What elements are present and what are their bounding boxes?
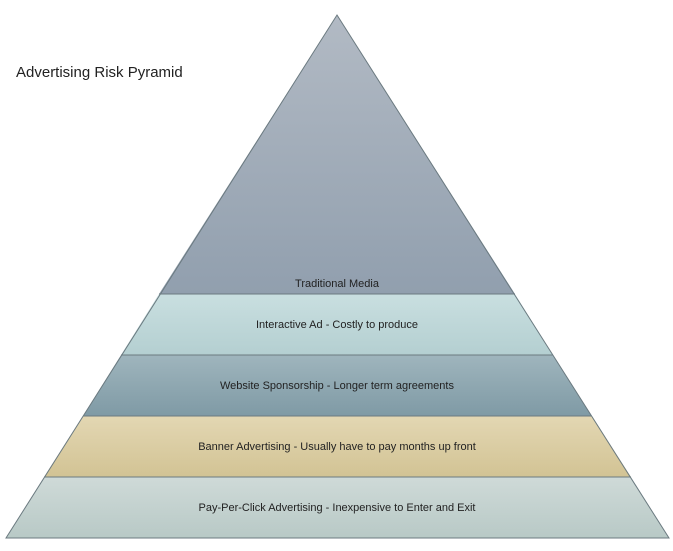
layer-traditional-media (159, 15, 515, 294)
layer-website-sponsorship (83, 355, 592, 416)
layer-label-interactive-ad: Interactive Ad - Costly to produce (256, 319, 418, 331)
layer-interactive-ad (121, 294, 553, 355)
layer-label-pay-per-click: Pay-Per-Click Advertising - Inexpensive … (199, 502, 476, 514)
layer-banner-advertising (44, 416, 631, 477)
diagram-title: Advertising Risk Pyramid (16, 64, 183, 81)
layer-label-website-sponsorship: Website Sponsorship - Longer term agreem… (220, 380, 454, 392)
pyramid-outline (5, 14, 670, 539)
layer-label-traditional-media: Traditional Media (295, 278, 380, 290)
layer-label-banner-advertising: Banner Advertising - Usually have to pay… (198, 441, 476, 453)
layer-pay-per-click (6, 477, 669, 538)
